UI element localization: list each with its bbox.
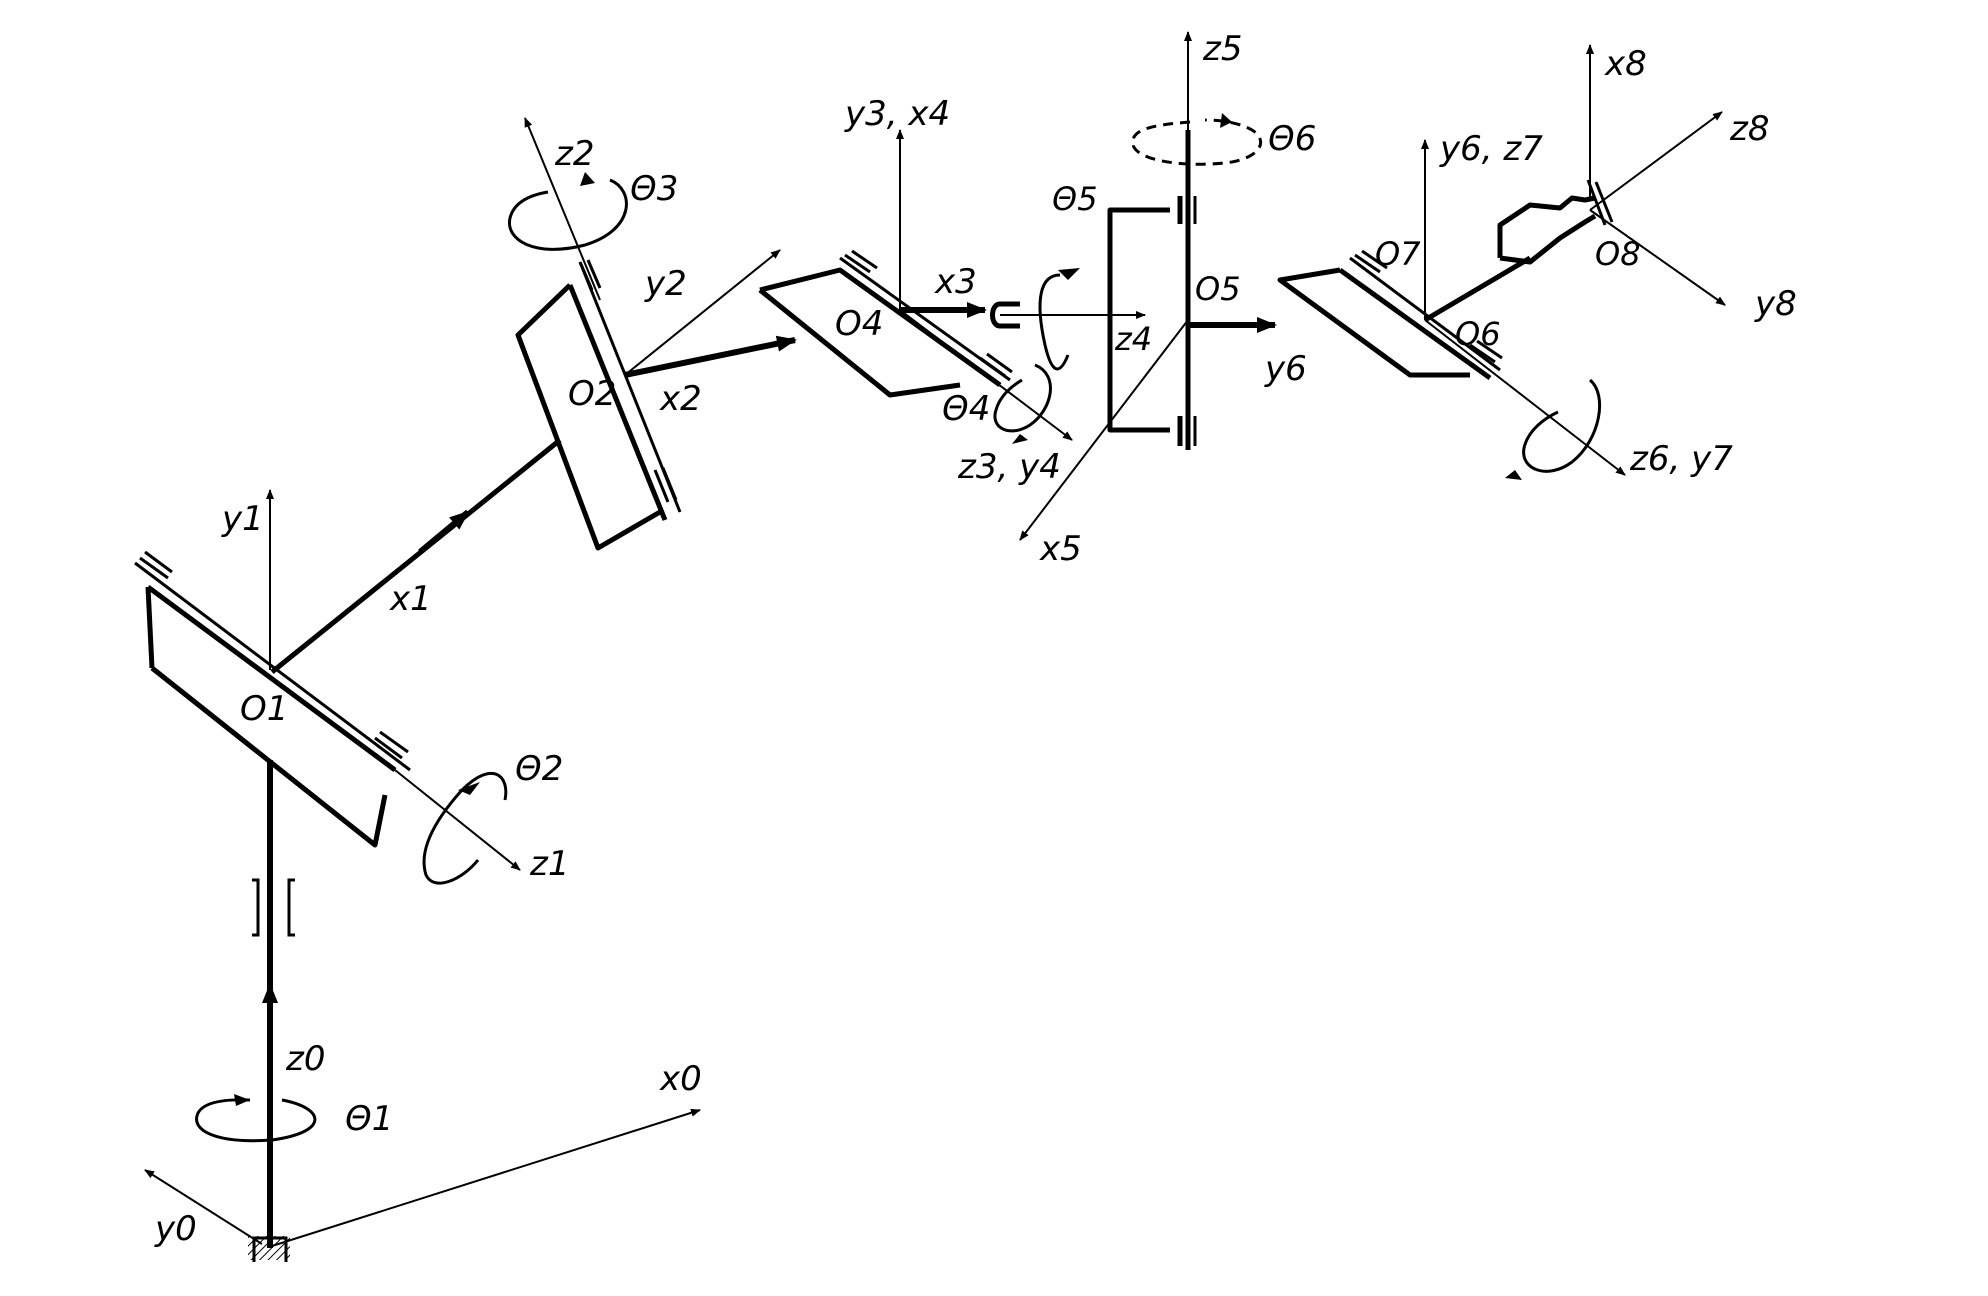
theta1-label: Θ1 <box>345 1099 393 1139</box>
z1-label: z1 <box>529 844 569 884</box>
theta6-label: Θ6 <box>1268 119 1316 159</box>
y0-label: y0 <box>154 1209 197 1249</box>
joint-o2-body <box>515 259 682 551</box>
joint-o5-frame <box>1107 130 1197 450</box>
base-bearing <box>252 878 295 937</box>
theta6-rotation-arrow <box>1131 113 1263 166</box>
x5-axis <box>1019 319 1189 541</box>
z3-y4-axis <box>899 309 1073 441</box>
y6-z7-label: y6, z7 <box>1439 129 1543 169</box>
o8-label: O8 <box>1595 235 1641 273</box>
y0-axis <box>144 1169 263 1245</box>
z0-label: z0 <box>285 1039 325 1079</box>
o6-label: O6 <box>1455 315 1501 353</box>
o1-label: O1 <box>240 689 288 729</box>
o4-label: O4 <box>835 304 883 344</box>
x2-axis <box>624 335 797 378</box>
x8-label: x8 <box>1604 44 1647 84</box>
z1-axis <box>394 769 521 871</box>
wrist-link <box>1423 255 1532 323</box>
link-1 <box>270 438 562 674</box>
x2-label: x2 <box>659 379 702 419</box>
y3-x4-label: y3, x4 <box>844 94 950 134</box>
theta1-rotation-arrow <box>195 1094 317 1143</box>
fork-joint <box>990 301 1146 329</box>
y1-label: y1 <box>221 499 264 539</box>
o2-label: O2 <box>568 374 616 414</box>
o7-label: O7 <box>1375 235 1421 273</box>
z2-label: z2 <box>554 134 594 174</box>
o5-label: O5 <box>1195 270 1241 308</box>
x1-label: x1 <box>389 579 432 619</box>
z6-y7-label: z6, y7 <box>1629 439 1733 479</box>
x0-label: x0 <box>659 1059 702 1099</box>
theta2-label: Θ2 <box>515 749 563 789</box>
joint-o4-body <box>758 249 1013 398</box>
x5-label: x5 <box>1039 529 1082 569</box>
gripper-body <box>1497 179 1614 265</box>
z8-axis <box>1589 111 1723 211</box>
z4-label: z4 <box>1114 320 1152 358</box>
theta3-label: Θ3 <box>630 169 678 209</box>
y8-axis <box>1589 209 1726 306</box>
y8-label: y8 <box>1754 284 1797 324</box>
z2-axis <box>524 117 601 301</box>
theta3-rotation-arrow <box>507 172 628 251</box>
link-1-arrow <box>418 509 470 555</box>
z8-label: z8 <box>1729 109 1769 149</box>
z6-y7-axis <box>1424 319 1626 476</box>
joint-o1-body <box>134 550 411 848</box>
theta2-rotation-arrow <box>422 771 508 885</box>
z5-label: z5 <box>1202 29 1242 69</box>
z3-y4-label: z3, y4 <box>957 447 1061 487</box>
theta5-label: Θ5 <box>1052 180 1098 218</box>
y2-axis <box>624 249 781 376</box>
y6-label: y6 <box>1264 349 1307 389</box>
theta7-rotation-arrow <box>1505 378 1602 480</box>
x3-label: x3 <box>934 262 977 302</box>
theta4-label: Θ4 <box>942 389 990 429</box>
y2-label: y2 <box>644 264 687 304</box>
theta4-rotation-arrow <box>993 363 1052 444</box>
theta5-rotation-arrow <box>1038 268 1080 371</box>
x0-axis <box>271 1108 701 1247</box>
